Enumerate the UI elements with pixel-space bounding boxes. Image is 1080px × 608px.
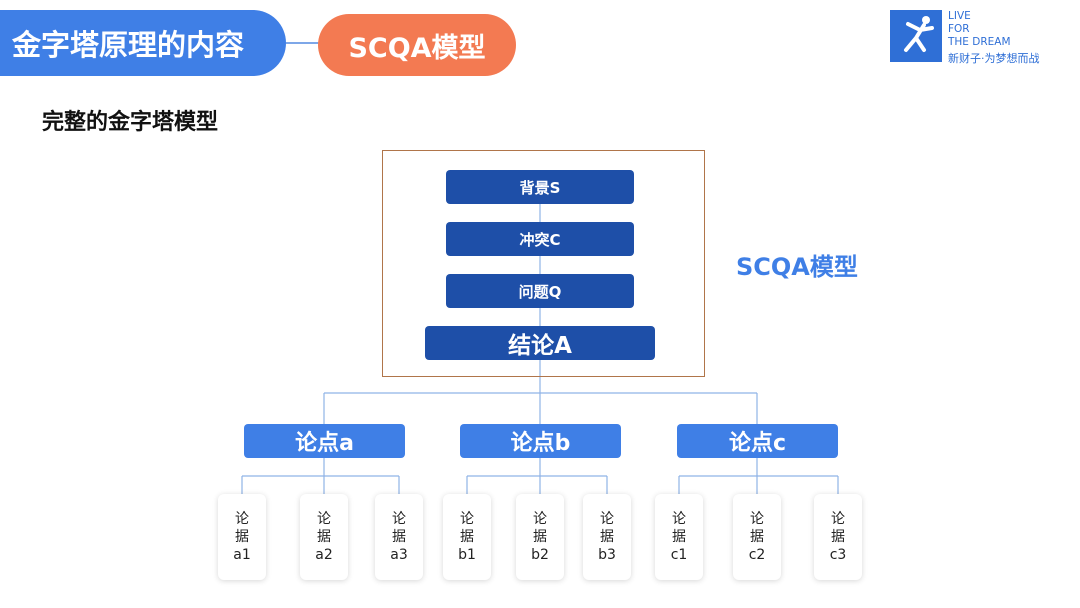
title-connector — [286, 42, 320, 44]
argument-char-2: 据 — [460, 529, 474, 545]
argument-b1-card: 论 据 b1 — [443, 494, 491, 580]
brand-logo: LIVE FOR THE DREAM 新财子·为梦想而战 — [890, 10, 1060, 66]
argument-id: b2 — [531, 547, 549, 563]
argument-id: c2 — [748, 547, 766, 563]
argument-a1-card: 论 据 a1 — [218, 494, 266, 580]
point-b-box: 论点b — [460, 424, 621, 458]
argument-c2-card: 论 据 c2 — [733, 494, 781, 580]
page-title: 金字塔原理的内容 — [0, 10, 286, 76]
scqa-background-box: 背景S — [446, 170, 634, 204]
argument-char-1: 论 — [600, 511, 614, 527]
argument-char-2: 据 — [672, 529, 686, 545]
argument-char-2: 据 — [831, 529, 845, 545]
argument-char-2: 据 — [317, 529, 331, 545]
argument-char-1: 论 — [831, 511, 845, 527]
argument-id: c1 — [670, 547, 688, 563]
argument-char-1: 论 — [672, 511, 686, 527]
scqa-question-box: 问题Q — [446, 274, 634, 308]
point-a-box: 论点a — [244, 424, 405, 458]
argument-char-1: 论 — [750, 511, 764, 527]
argument-char-1: 论 — [533, 511, 547, 527]
scqa-answer-box: 结论A — [425, 326, 655, 360]
argument-char-1: 论 — [235, 511, 249, 527]
diagram-title: 完整的金字塔模型 — [42, 110, 219, 135]
logo-text-for: FOR — [948, 23, 970, 35]
runner-logo-icon — [890, 10, 942, 62]
argument-id: a3 — [390, 547, 408, 563]
argument-id: b3 — [598, 547, 616, 563]
argument-id: b1 — [458, 547, 476, 563]
scqa-conflict-box: 冲突C — [446, 222, 634, 256]
logo-text-live: LIVE — [948, 10, 971, 22]
argument-char-2: 据 — [533, 529, 547, 545]
section-badge: SCQA模型 — [318, 14, 516, 76]
argument-id: c3 — [829, 547, 847, 563]
argument-a3-card: 论 据 a3 — [375, 494, 423, 580]
scqa-model-label: SCQA模型 — [736, 253, 858, 281]
argument-id: a1 — [233, 547, 251, 563]
argument-char-1: 论 — [392, 511, 406, 527]
argument-b3-card: 论 据 b3 — [583, 494, 631, 580]
argument-char-1: 论 — [317, 511, 331, 527]
argument-char-2: 据 — [750, 529, 764, 545]
argument-c3-card: 论 据 c3 — [814, 494, 862, 580]
argument-char-2: 据 — [392, 529, 406, 545]
argument-char-2: 据 — [600, 529, 614, 545]
argument-char-2: 据 — [235, 529, 249, 545]
argument-id: a2 — [315, 547, 333, 563]
logo-text-dream: THE DREAM — [948, 36, 1011, 48]
logo-tagline: 新财子·为梦想而战 — [948, 52, 1040, 65]
argument-char-1: 论 — [460, 511, 474, 527]
argument-c1-card: 论 据 c1 — [655, 494, 703, 580]
scqa-frame — [382, 150, 705, 377]
argument-b2-card: 论 据 b2 — [516, 494, 564, 580]
argument-a2-card: 论 据 a2 — [300, 494, 348, 580]
point-c-box: 论点c — [677, 424, 838, 458]
